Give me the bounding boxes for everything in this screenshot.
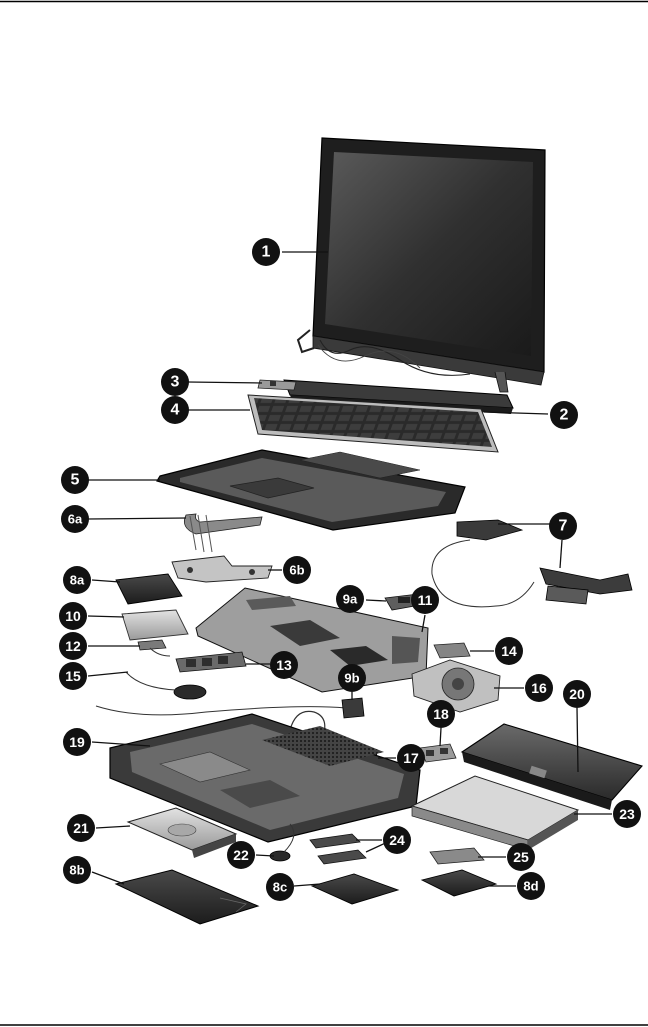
callouts: 1 2 3 4 5 6a 6b 7 8a 8b 8c 8d 9a 9b 10 1… — [59, 238, 641, 901]
svg-text:24: 24 — [389, 832, 405, 848]
svg-text:17: 17 — [403, 750, 419, 766]
callout-4: 4 — [161, 396, 189, 424]
cover-8b — [114, 869, 260, 925]
callout-10: 10 — [59, 602, 87, 630]
callout-8c: 8c — [266, 873, 294, 901]
fan-heatsink — [411, 659, 501, 713]
bracket — [171, 555, 273, 583]
leader-lines — [87, 251, 612, 887]
callout-25: 25 — [507, 843, 535, 871]
callout-13: 13 — [270, 651, 298, 679]
svg-text:11: 11 — [418, 592, 433, 608]
display-assembly — [296, 137, 546, 393]
callout-15: 15 — [59, 662, 87, 690]
led-board — [257, 379, 297, 391]
callout-23: 23 — [613, 800, 641, 828]
svg-text:8b: 8b — [69, 863, 84, 878]
svg-text:13: 13 — [276, 657, 292, 673]
callout-8a: 8a — [63, 566, 91, 594]
svg-text:1: 1 — [262, 244, 271, 261]
svg-text:10: 10 — [65, 608, 81, 624]
svg-text:23: 23 — [619, 806, 635, 822]
callout-9a: 9a — [336, 585, 364, 613]
svg-text:18: 18 — [433, 706, 449, 722]
cover-8d — [420, 869, 498, 897]
svg-text:15: 15 — [65, 668, 81, 684]
callout-16: 16 — [525, 674, 553, 702]
base-enclosure — [109, 713, 421, 843]
svg-text:8c: 8c — [273, 880, 287, 895]
svg-text:3: 3 — [171, 374, 180, 391]
cover-8a — [115, 573, 183, 605]
svg-text:8a: 8a — [70, 573, 85, 588]
callout-6a: 6a — [61, 505, 89, 533]
callout-24: 24 — [383, 826, 411, 854]
callout-1: 1 — [252, 238, 280, 266]
component-13 — [175, 651, 247, 673]
callout-3: 3 — [161, 368, 189, 396]
svg-text:14: 14 — [501, 643, 517, 659]
callout-22: 22 — [227, 841, 255, 869]
svg-text:21: 21 — [73, 820, 89, 836]
callout-18: 18 — [427, 700, 455, 728]
optical-drive — [410, 775, 580, 851]
svg-text:20: 20 — [569, 686, 585, 702]
system-board — [195, 587, 429, 693]
svg-text:9b: 9b — [344, 671, 359, 686]
callout-19: 19 — [63, 728, 91, 756]
hard-drive — [126, 807, 238, 858]
svg-text:6b: 6b — [289, 563, 304, 578]
component-15 — [95, 671, 347, 716]
callout-20: 20 — [563, 680, 591, 708]
svg-text:19: 19 — [69, 734, 85, 750]
callout-12: 12 — [59, 632, 87, 660]
callout-6b: 6b — [283, 556, 311, 584]
component-12 — [137, 639, 171, 657]
svg-text:9a: 9a — [343, 592, 358, 607]
component-9b — [341, 697, 365, 719]
svg-text:16: 16 — [531, 680, 547, 696]
component-25 — [429, 847, 485, 865]
callout-5: 5 — [61, 466, 89, 494]
callout-9b: 9b — [338, 664, 366, 692]
svg-text:5: 5 — [71, 472, 80, 489]
svg-text:6a: 6a — [68, 512, 83, 527]
callout-2: 2 — [550, 401, 578, 429]
keyboard — [247, 394, 499, 453]
svg-text:8d: 8d — [523, 879, 538, 894]
callout-21: 21 — [67, 814, 95, 842]
cable-kit — [431, 519, 633, 608]
cover-8c — [310, 873, 400, 905]
svg-text:7: 7 — [559, 518, 568, 535]
callout-14: 14 — [495, 637, 523, 665]
memory-modules — [309, 833, 367, 865]
shield-plate — [121, 609, 189, 641]
callout-11: 11 — [411, 586, 439, 614]
svg-text:12: 12 — [65, 638, 81, 654]
keyboard-cable — [183, 513, 263, 553]
svg-text:4: 4 — [171, 402, 180, 419]
svg-text:2: 2 — [560, 407, 569, 424]
battery — [460, 723, 643, 810]
component-18 — [419, 743, 457, 763]
top-cover — [156, 449, 466, 531]
callout-8d: 8d — [517, 872, 545, 900]
callout-8b: 8b — [63, 856, 91, 884]
component-14 — [433, 642, 471, 659]
callout-7: 7 — [549, 512, 577, 540]
callout-17: 17 — [397, 744, 425, 772]
svg-text:22: 22 — [233, 847, 249, 863]
svg-text:25: 25 — [513, 849, 529, 865]
